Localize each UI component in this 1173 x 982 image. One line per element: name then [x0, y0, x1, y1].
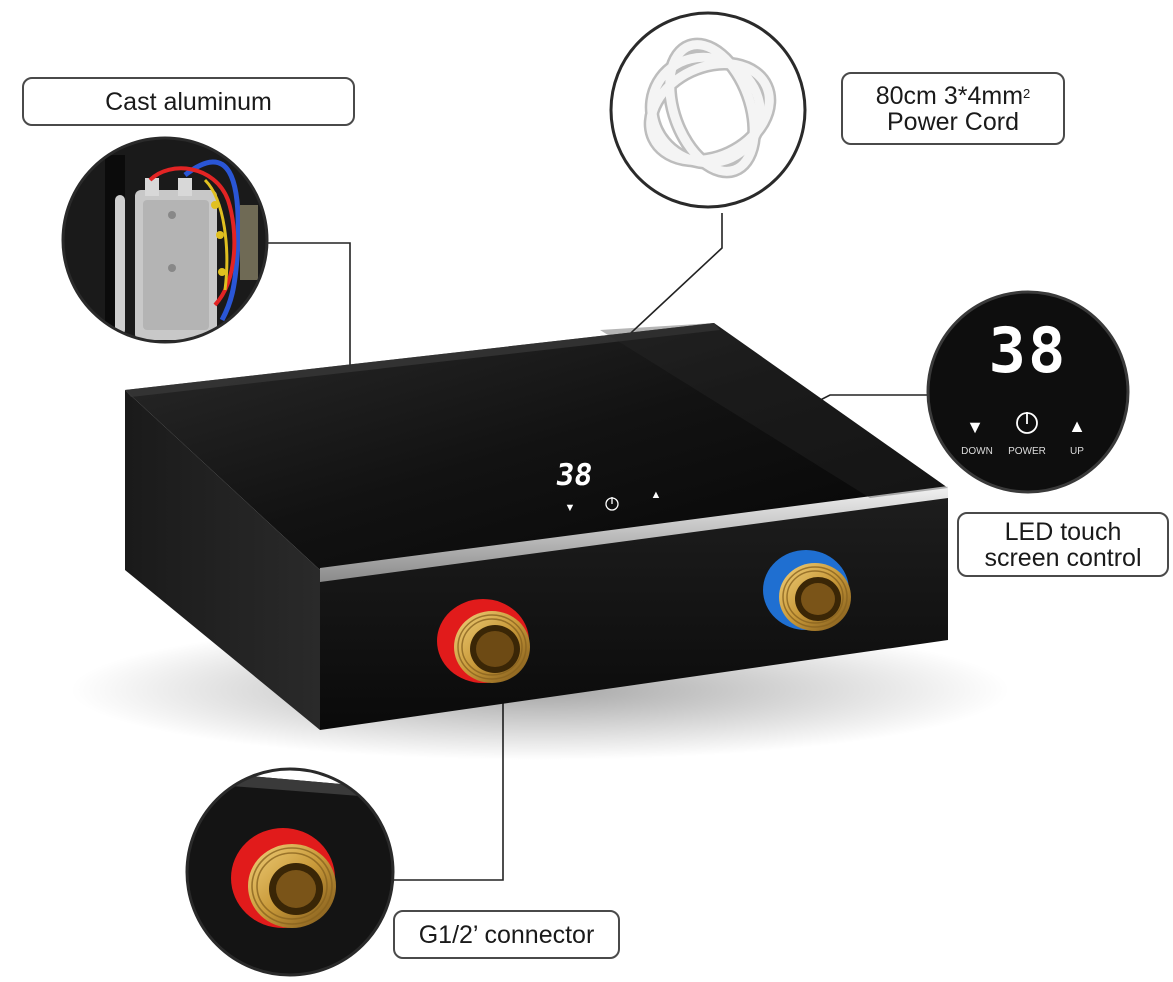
device-temperature-readout: 38 [554, 458, 595, 493]
cast-aluminum-callout: Cast aluminum [22, 77, 355, 126]
hot-water-inlet [437, 599, 530, 683]
connector-callout: G1/2’ connector [393, 910, 620, 959]
down-arrow-icon: ▼ [966, 417, 984, 437]
led-touch-text: LED touch [1004, 517, 1122, 546]
up-arrow-icon: ▲ [1068, 416, 1086, 436]
screen-control-text: screen control [984, 543, 1142, 572]
cast-aluminum-text: Cast aluminum [105, 87, 272, 116]
connector-text: G1/2’ connector [418, 920, 595, 949]
cast-aluminum-detail-circle [61, 136, 269, 344]
power-cord-spec-text: 80cm 3*4mm2 [875, 81, 1031, 110]
power-cord-text: Power Cord [887, 107, 1019, 136]
cold-water-inlet [763, 550, 851, 631]
power-label: POWER [1008, 446, 1046, 457]
power-cord-callout: 80cm 3*4mm2 Power Cord [841, 72, 1065, 145]
device-control-panel: 38 ▼ ▲ [554, 458, 662, 514]
device-up-arrow-icon: ▲ [651, 489, 662, 501]
device-down-arrow-icon: ▼ [565, 502, 576, 514]
down-label: DOWN [961, 446, 993, 457]
silver-trim-strip [320, 486, 948, 582]
connector-detail-circle [185, 767, 395, 977]
temperature-readout: 38 [989, 314, 1068, 387]
led-control-callout: LED touch screen control [957, 512, 1169, 577]
up-label: UP [1070, 446, 1084, 457]
power-cord-detail-circle [609, 11, 807, 209]
led-panel-detail-circle: 38 ▼ ▲ DOWN POWER UP [926, 290, 1130, 494]
